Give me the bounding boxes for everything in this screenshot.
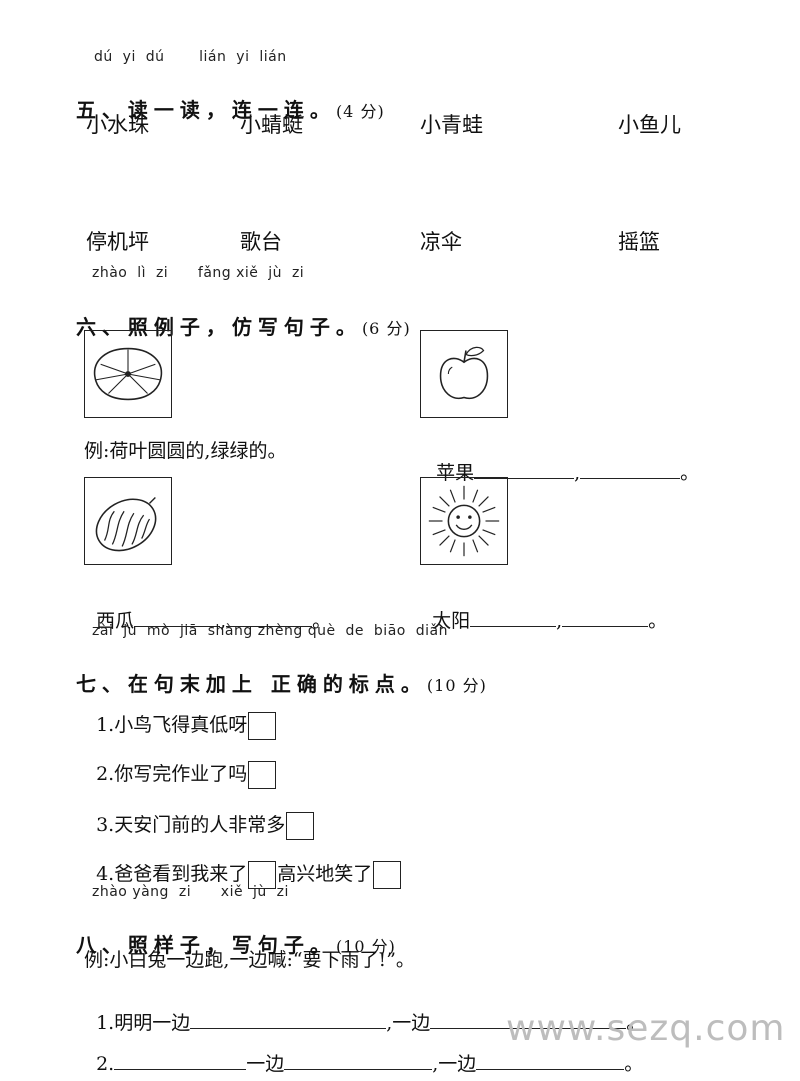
punctuation-box-1[interactable] xyxy=(248,712,277,740)
apple-icon xyxy=(420,330,508,418)
question-8-1-end: 。 xyxy=(626,1012,646,1034)
section7-heading: 七、在句末加上 正确的标点。(10 分) xyxy=(50,644,487,697)
question-7-1-text: 1.小鸟飞得真低呀 xyxy=(96,714,248,736)
word-row2-2: 歌台 xyxy=(240,230,282,254)
section8-pinyin: zhào yàng zi xiě jù zi xyxy=(92,884,289,900)
sun-period: 。 xyxy=(648,610,668,632)
example-sentence: 例:荷叶圆圆的,绿绿的。 xyxy=(84,440,287,462)
section6-heading: 六、照例子，仿写句子。(6 分) xyxy=(50,287,411,340)
sun-line: 太阳, 。 xyxy=(420,584,667,633)
question-7-1: 1.小鸟飞得真低呀 xyxy=(84,688,277,740)
apple-comma: , xyxy=(574,462,581,484)
word-row1-1: 小水珠 xyxy=(86,113,149,137)
section5-heading: 五、读一读，连一连。(4 分) xyxy=(50,70,385,123)
word-row1-2: 小蜻蜓 xyxy=(240,113,303,137)
watermelon-blank-2[interactable] xyxy=(226,608,313,627)
question-8-1-blank-1[interactable] xyxy=(190,1010,387,1029)
question-8-1-blank-2[interactable] xyxy=(430,1010,627,1029)
section7-score: (10 分) xyxy=(426,676,487,695)
question-7-2: 2.你写完作业了吗 xyxy=(84,737,277,789)
watermelon-blank-1[interactable] xyxy=(134,608,221,627)
punctuation-box-2[interactable] xyxy=(248,761,277,789)
question-8-2-blank-2[interactable] xyxy=(284,1051,433,1070)
question-7-3-text: 3.天安门前的人非常多 xyxy=(96,814,286,836)
watermelon-prefix: 西瓜 xyxy=(96,610,135,632)
apple-blank-1[interactable] xyxy=(474,460,575,479)
question-8-2: 2. 一边 ,一边 。 xyxy=(84,1027,643,1076)
punctuation-box-4b[interactable] xyxy=(373,861,402,889)
section5-title: 五、读一读，连一连。 xyxy=(75,98,336,122)
apple-line: 苹果, 。 xyxy=(424,436,699,485)
question-8-2-prefix: 2. xyxy=(96,1053,115,1075)
section7-title: 七、在句末加上 正确的标点。 xyxy=(75,672,427,696)
apple-prefix: 苹果 xyxy=(436,462,475,484)
question-8-1: 1.明明一边 ,一边 。 xyxy=(84,986,645,1035)
question-8-1-prefix: 1.明明一边 xyxy=(96,1012,191,1034)
sun-blank-2[interactable] xyxy=(562,608,649,627)
watermelon-icon xyxy=(84,477,172,565)
question-8-2-blank-3[interactable] xyxy=(476,1051,625,1070)
section8-score: (10 分) xyxy=(335,937,396,956)
question-8-2-mid2: ,一边 xyxy=(432,1053,477,1075)
sun-comma: , xyxy=(556,610,563,632)
word-row2-1: 停机坪 xyxy=(86,230,149,254)
question-8-2-mid1: 一边 xyxy=(246,1053,285,1075)
question-7-3: 3.天安门前的人非常多 xyxy=(84,788,315,840)
question-7-4-text-b: 高兴地笑了 xyxy=(277,863,373,885)
question-7-4: 4.爸爸看到我来了 高兴地笑了 xyxy=(84,837,402,889)
question-8-2-end: 。 xyxy=(624,1053,644,1075)
sun-prefix: 太阳 xyxy=(432,610,471,632)
section8-title: 八、照样子，写句子。 xyxy=(75,933,336,957)
question-7-4-text-a: 4.爸爸看到我来了 xyxy=(96,863,248,885)
section7-pinyin: zài jù mò jiā shàng zhèng què de biāo di… xyxy=(92,623,448,639)
section5-pinyin: dú yi dú lián yi lián xyxy=(94,49,287,65)
section8-heading: 八、照样子，写句子。(10 分) xyxy=(50,905,396,958)
word-row2-3: 凉伞 xyxy=(420,230,462,254)
apple-blank-2[interactable] xyxy=(580,460,681,479)
sun-icon xyxy=(420,477,508,565)
question-8-2-blank-1[interactable] xyxy=(114,1051,247,1070)
word-row2-4: 摇篮 xyxy=(618,230,660,254)
punctuation-box-4a[interactable] xyxy=(248,861,277,889)
watermark: www.sezq.com xyxy=(506,1008,786,1049)
word-row1-3: 小青蛙 xyxy=(420,113,483,137)
sun-blank-1[interactable] xyxy=(470,608,557,627)
section6-title: 六、照例子，仿写句子。 xyxy=(75,315,362,339)
watermelon-period: 。 xyxy=(312,610,332,632)
question-7-2-text: 2.你写完作业了吗 xyxy=(96,763,248,785)
section6-pinyin: zhào lì zi fǎng xiě jù zi xyxy=(92,265,305,281)
question-8-1-mid: ,一边 xyxy=(386,1012,431,1034)
section8-example: 例:小白兔一边跑,一边喊:“要下雨了!”。 xyxy=(84,949,415,971)
watermelon-line: 西瓜, 。 xyxy=(84,584,331,633)
punctuation-box-3[interactable] xyxy=(286,812,315,840)
apple-period: 。 xyxy=(680,462,700,484)
lotus-leaf-icon xyxy=(84,330,172,418)
watermelon-comma: , xyxy=(220,610,227,632)
section6-score: (6 分) xyxy=(361,319,411,338)
section5-score: (4 分) xyxy=(335,102,385,121)
word-row1-4: 小鱼儿 xyxy=(618,113,681,137)
